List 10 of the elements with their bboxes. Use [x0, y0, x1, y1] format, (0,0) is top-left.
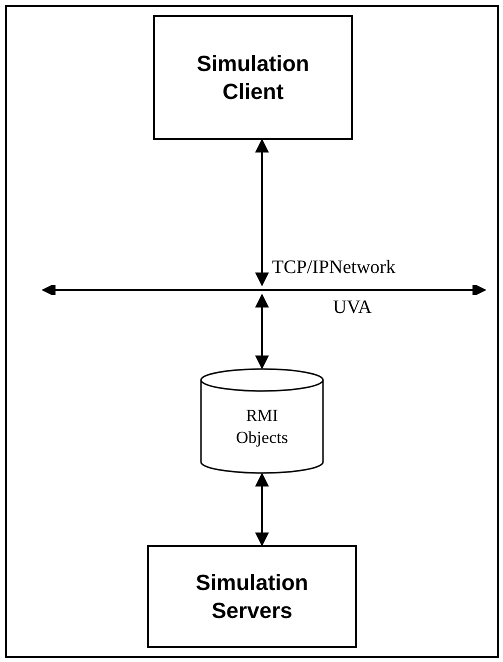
network-bus-line [42, 285, 486, 295]
double-arrow [255, 472, 269, 546]
double-arrow [255, 138, 269, 286]
process-box: Simulation Servers [147, 545, 357, 648]
double-arrow [255, 294, 269, 370]
network-label: TCP/IPNetwork [272, 257, 396, 279]
process-box: Simulation Client [153, 15, 353, 140]
node-label: RMI Objects [235, 404, 289, 449]
database-cylinder [200, 368, 324, 474]
network-label: UVA [333, 297, 372, 319]
